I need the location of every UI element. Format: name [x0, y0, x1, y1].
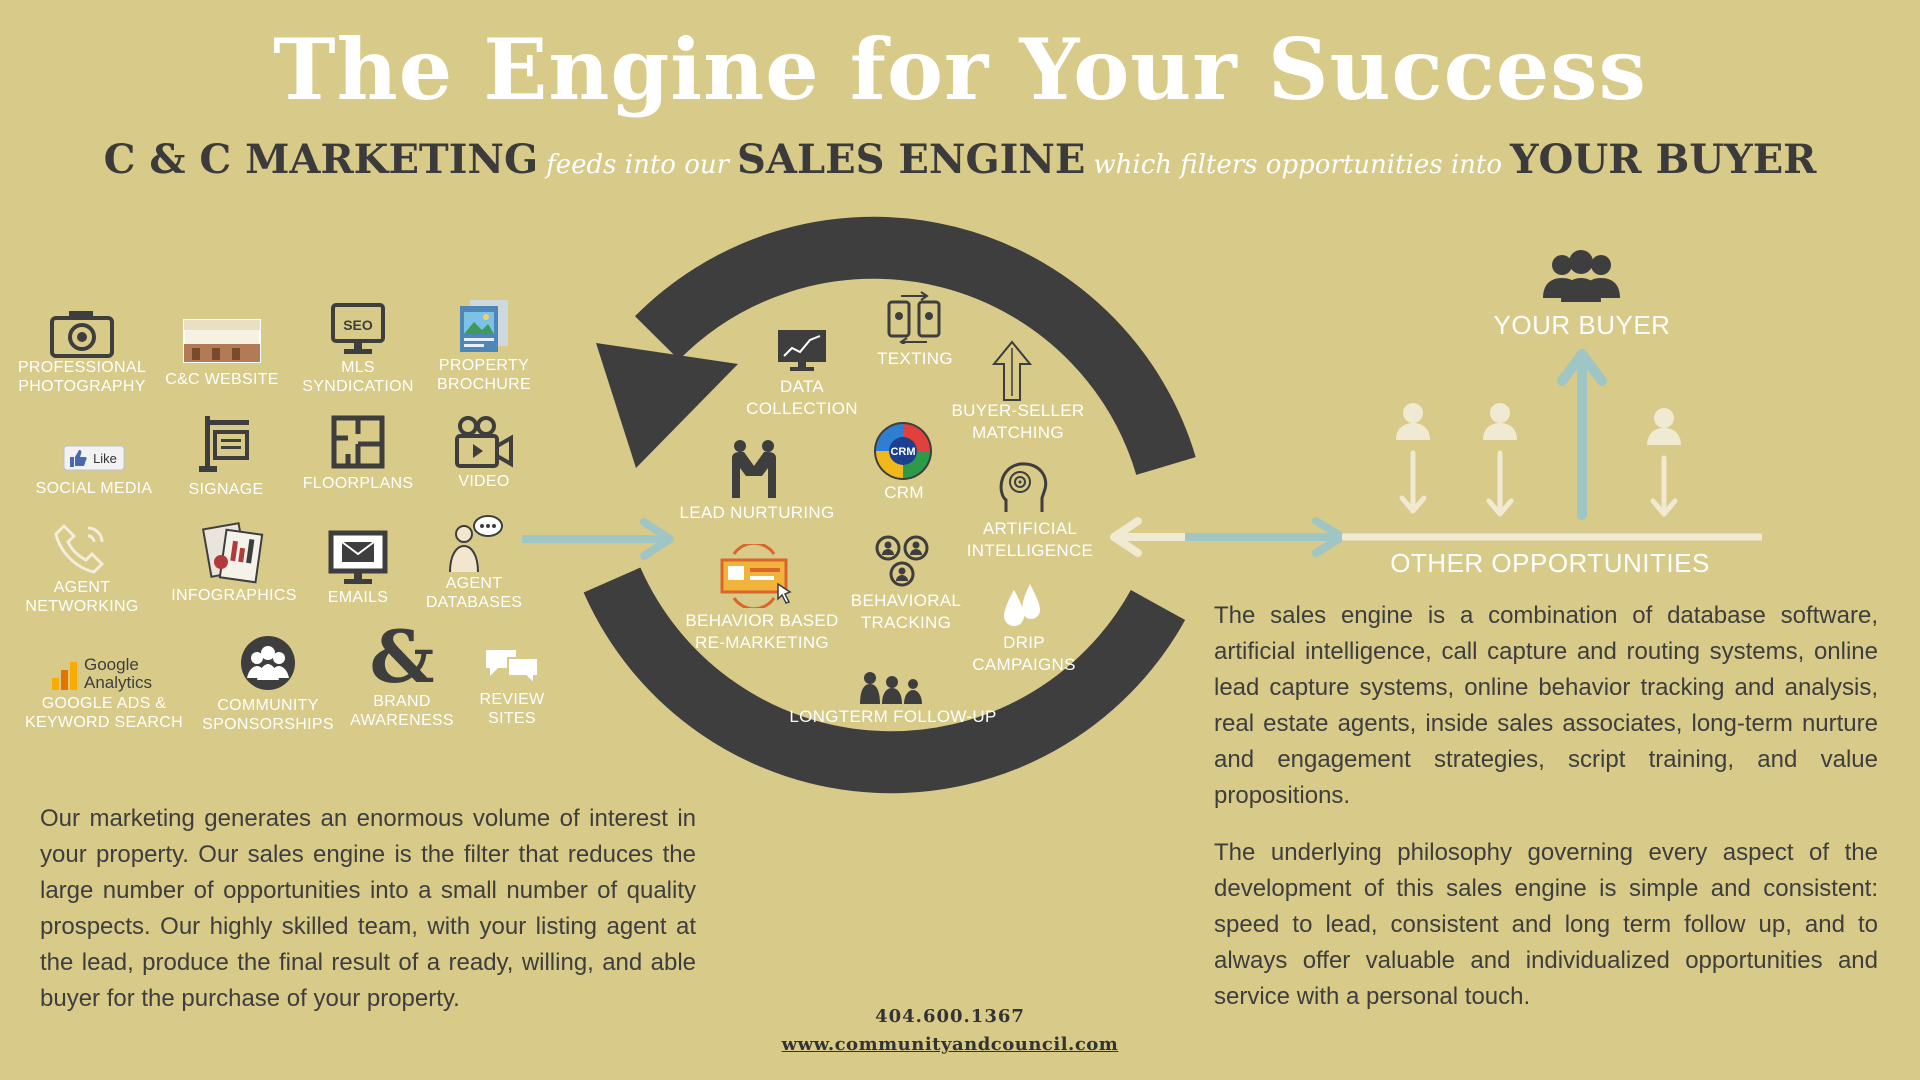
philosophy-description: The underlying philosophy governing ever… [1214, 839, 1878, 1010]
engine-label-texting: TEXTING [877, 349, 953, 368]
svg-text:Analytics: Analytics [84, 673, 152, 692]
subtitle-sales-engine: SALES ENGINE [737, 136, 1086, 183]
seo-monitor-icon: SEO [331, 303, 385, 354]
engine-label-data-collection: DATA COLLECTION [746, 377, 858, 418]
handshake-icon [732, 440, 776, 498]
texting-phones-icon [887, 291, 941, 344]
chat-bubbles-icon [486, 650, 539, 684]
remarketing-icon [720, 544, 792, 608]
marketing-item-photography: PROFESSIONAL PHOTOGRAPHY [0, 308, 167, 396]
svg-text:SEO: SEO [343, 317, 373, 333]
crm-wheel-icon: CRM [874, 422, 932, 480]
buyer-group-icon [1543, 250, 1620, 302]
subtitle-marketing: C & C MARKETING [103, 136, 539, 183]
people-group-icon [860, 672, 922, 704]
marketing-item-agent-databases: AGENT DATABASES [389, 514, 559, 612]
marketing-item-review-sites: REVIEW SITES [427, 646, 597, 728]
marketing-item-website: C&C WEBSITE [137, 318, 307, 389]
marketing-item-mls-syndication: SEO MLS SYNDICATION [273, 302, 443, 396]
up-arrow-icon [1557, 349, 1607, 520]
subtitle-your-buyer: YOUR BUYER [1510, 136, 1817, 183]
website-icon [183, 319, 261, 363]
footer-website-link[interactable]: www.communityandcouncil.com [781, 1034, 1119, 1055]
sign-icon [199, 416, 249, 472]
engine-to-buyers-arrow [1110, 517, 1762, 557]
marketing-item-community: COMMUNITY SPONSORSHIPS [183, 634, 353, 734]
other-opportunities-label: OTHER OPPORTUNITIES [1390, 548, 1710, 578]
agent-chat-icon [449, 515, 503, 573]
phone-icon [54, 523, 105, 574]
marketing-item-infographics: INFOGRAPHICS [149, 522, 319, 605]
marketing-item-social-media: Like SOCIAL MEDIA [9, 445, 179, 498]
subtitle-connector-2: which filters opportunities into [1093, 150, 1502, 180]
page-title: The Engine for Your Success [273, 20, 1647, 119]
behavioral-tracking-icon [875, 535, 929, 587]
marketing-item-emails: EMAILS [273, 530, 443, 607]
brochure-icon [460, 300, 508, 352]
drip-icon [1004, 584, 1040, 626]
ai-head-icon [999, 462, 1048, 512]
ampersand-icon: & [369, 614, 435, 699]
engine-label-behavior-remarketing: BEHAVIOR BASED RE-MARKETING [685, 611, 839, 652]
opportunity-person-icon [1396, 403, 1681, 445]
svg-text:Like: Like [93, 451, 117, 466]
svg-text:Google: Google [84, 655, 139, 674]
footer-phone[interactable]: 404.600.1367 [875, 1006, 1025, 1027]
up-arrow-outline-icon [991, 340, 1033, 401]
subtitle-connector-1: feeds into our [546, 150, 730, 180]
infographic-icon [201, 522, 264, 584]
sales-engine-description: The sales engine is a combination of dat… [1214, 602, 1878, 809]
your-buyer-label: YOUR BUYER [1493, 310, 1671, 340]
engine-label-drip-campaigns: DRIP CAMPAIGNS [972, 633, 1076, 674]
email-monitor-icon [328, 530, 388, 584]
like-icon: Like [63, 445, 125, 471]
camera-icon [50, 311, 114, 358]
marketing-item-signage: SIGNAGE [141, 414, 311, 499]
marketing-item-brand-awareness: & BRAND AWARENESS [317, 614, 487, 730]
engine-label-artificial-intelligence: ARTIFICIAL INTELLIGENCE [966, 519, 1094, 560]
community-icon [241, 636, 295, 690]
engine-label-lead-nurturing: LEAD NURTURING [679, 503, 835, 522]
marketing-to-engine-arrow [522, 518, 674, 560]
engine-label-buyer-seller-matching: BUYER-SELLER MATCHING [951, 401, 1085, 442]
marketing-item-agent-networking: AGENT NETWORKING [0, 520, 167, 616]
video-camera-icon [455, 416, 513, 468]
svg-text:CRM: CRM [890, 446, 915, 458]
marketing-item-brochure: PROPERTY BROCHURE [399, 296, 569, 394]
down-arrow-icon [1399, 450, 1678, 517]
engine-cycle-arrow [583, 216, 1196, 794]
engine-label-behavioral-tracking: BEHAVIORAL TRACKING [850, 591, 962, 632]
marketing-item-video: VIDEO [399, 416, 569, 491]
marketing-description: Our marketing generates an enormous volu… [40, 805, 696, 1012]
chart-monitor-icon [778, 330, 826, 371]
marketing-item-floorplans: FLOORPLANS [273, 414, 443, 493]
engine-label-crm: CRM [884, 483, 924, 502]
engine-label-longterm-follow-up: LONGTERM FOLLOW-UP [789, 707, 997, 726]
floorplan-icon [331, 415, 385, 469]
